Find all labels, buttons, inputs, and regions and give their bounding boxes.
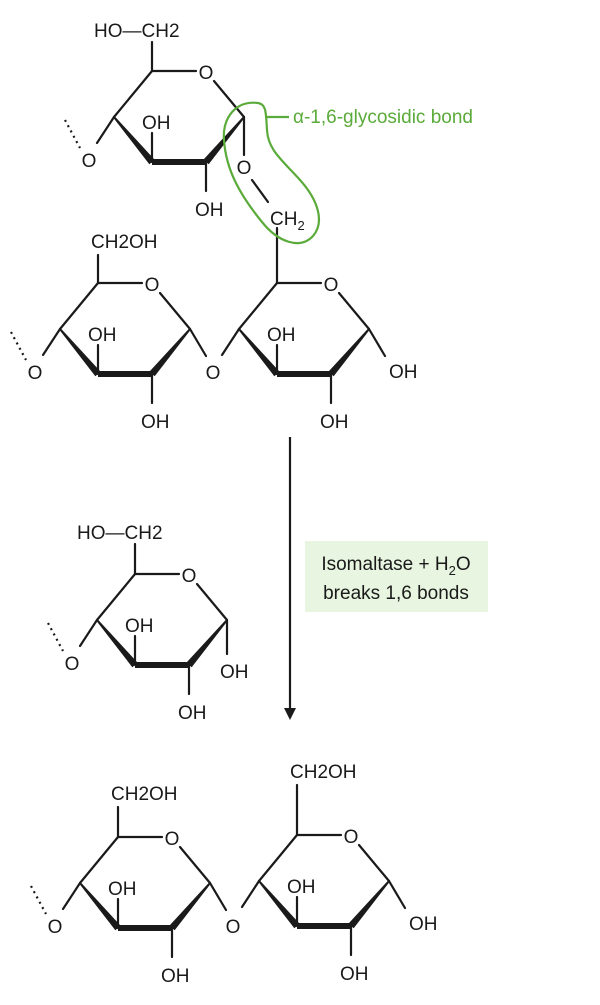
product-glucose-c1-hydroxyl: OH bbox=[220, 662, 249, 683]
reactant-bottom-left-bond-c3-c4 bbox=[59, 328, 101, 377]
reaction-arrow-head bbox=[284, 708, 296, 720]
annotation-label: α-1,6-glycosidic bond bbox=[293, 107, 473, 128]
reactant-top-bond-c4-o bbox=[95, 115, 116, 145]
product-left-bond-o-c1 bbox=[178, 845, 212, 885]
reactant-bottom-right-bond-c4-bridge-o bbox=[220, 327, 241, 357]
product-left-chain-continuation-dotted bbox=[30, 885, 47, 915]
reactant-top-linking-ch2: CH2 bbox=[270, 209, 305, 233]
product-left-bond-c3-c4 bbox=[79, 882, 121, 931]
reactant-bottom-right-c3-hydroxyl: OH bbox=[267, 325, 296, 346]
product-right-c6-ch2oh: CH2OH bbox=[290, 762, 357, 783]
reactant-bottom-left-bond-c1-bridge-o bbox=[188, 327, 208, 358]
product-left-c6-ch2oh: CH2OH bbox=[111, 784, 178, 805]
reactant-bottom-right-bond-c1-c2 bbox=[328, 328, 370, 377]
reactant-bottom-right-c1-hydroxyl: OH bbox=[389, 362, 418, 383]
reactant-bottom-left-ring-oxygen: O bbox=[145, 275, 160, 296]
product-glucose-ring-oxygen: O bbox=[182, 566, 197, 587]
product-left-ring-oxygen: O bbox=[165, 829, 180, 850]
product-glucose-chain-continuation-dotted bbox=[47, 622, 64, 652]
product-right-ring-oxygen: O bbox=[344, 827, 359, 848]
reactant-top-ring-oxygen: O bbox=[199, 63, 214, 84]
product-left-bridge-oxygen: O bbox=[226, 917, 241, 938]
product-right-c3-hydroxyl: OH bbox=[287, 877, 316, 898]
product-left-bond-c1-bridge-o bbox=[208, 881, 228, 912]
reactant-top-c4-oxygen: O bbox=[82, 151, 97, 172]
reaction-note-line2: breaks 1,6 bonds bbox=[323, 583, 469, 604]
product-glucose-bond-c1-c2 bbox=[186, 619, 228, 668]
product-right-bond-c3-c4 bbox=[258, 880, 300, 929]
product-right-bond-c4-c5 bbox=[257, 833, 299, 883]
reactant-bottom-left-bond-c4-c5 bbox=[58, 281, 100, 331]
product-glucose-bond-c4-o bbox=[78, 618, 99, 648]
product-glucose-bond-c4-c5 bbox=[95, 572, 137, 622]
product-glucose-bond-o-c1 bbox=[195, 582, 229, 622]
product-glucose-c2-hydroxyl: OH bbox=[178, 703, 207, 724]
product-right-c2-hydroxyl: OH bbox=[340, 964, 369, 985]
reactant-bottom-left-c6-ch2oh: CH2OH bbox=[91, 232, 158, 253]
product-left-bond-c1-c2 bbox=[169, 882, 211, 931]
reactant-bottom-right-bond-c4-c5 bbox=[237, 281, 279, 331]
reactant-bottom-left-c4-oxygen: O bbox=[28, 363, 43, 384]
reaction-note-line1: Isomaltase + H2O bbox=[321, 554, 470, 578]
reactant-top-bond-o-ch2 bbox=[250, 178, 270, 204]
product-right-bond-c4-bridge-o bbox=[240, 879, 261, 909]
product-glucose-bond-c3-c4 bbox=[96, 619, 138, 668]
product-glucose-c6-ho-ch2: HO—CH2 bbox=[77, 523, 163, 544]
reactant-top-c3-hydroxyl: OH bbox=[142, 113, 171, 134]
reactant-bottom-left-chain-continuation-dotted bbox=[10, 331, 27, 361]
product-left-c3-hydroxyl: OH bbox=[108, 879, 137, 900]
reactant-bottom-left-bridge-oxygen: O bbox=[206, 363, 221, 384]
product-right-bond-c1-oh bbox=[387, 879, 407, 910]
product-left-bond-c4-o bbox=[61, 881, 82, 911]
reactant-bottom-right-bond-c1-oh bbox=[367, 327, 387, 358]
product-right-bond-o-c1 bbox=[357, 843, 391, 883]
reactant-bottom-left-bond-o-c1 bbox=[158, 291, 192, 331]
reaction-note-box bbox=[305, 541, 488, 612]
reactant-bottom-right-c2-hydroxyl: OH bbox=[320, 412, 349, 433]
reactant-bottom-left-bond-c4-o bbox=[41, 327, 62, 357]
reactant-top-c2-hydroxyl: OH bbox=[195, 200, 224, 221]
reactant-bottom-right-ring-oxygen: O bbox=[324, 275, 339, 296]
product-glucose-c4-oxygen: O bbox=[65, 654, 80, 675]
product-glucose-c3-hydroxyl: OH bbox=[125, 616, 154, 637]
product-left-c2-hydroxyl: OH bbox=[161, 966, 190, 987]
reactant-top-bond-c4-c5 bbox=[112, 69, 154, 119]
reactant-bottom-right-bond-o-c1 bbox=[337, 291, 371, 331]
product-right-c1-hydroxyl: OH bbox=[409, 914, 438, 935]
glycosidic-bond-highlight bbox=[222, 101, 321, 245]
product-right-bond-c1-c2 bbox=[348, 880, 390, 929]
reactant-top-glycosidic-oxygen: O bbox=[237, 158, 252, 179]
reactant-top-c6-ho-ch2: HO—CH2 bbox=[94, 21, 180, 42]
reactant-top-bond-o-c1 bbox=[212, 79, 246, 119]
product-left-c4-oxygen: O bbox=[48, 917, 63, 938]
product-left-bond-c4-c5 bbox=[78, 835, 120, 885]
reactant-top-chain-continuation-dotted bbox=[64, 119, 81, 149]
reactant-bottom-left-bond-c1-c2 bbox=[149, 328, 191, 377]
reactant-bottom-right-bond-c3-c4 bbox=[238, 328, 280, 377]
reactant-bottom-left-c2-hydroxyl: OH bbox=[141, 412, 170, 433]
reactant-bottom-left-c3-hydroxyl: OH bbox=[88, 325, 117, 346]
reactant-top-bond-c3-c4 bbox=[113, 116, 155, 165]
